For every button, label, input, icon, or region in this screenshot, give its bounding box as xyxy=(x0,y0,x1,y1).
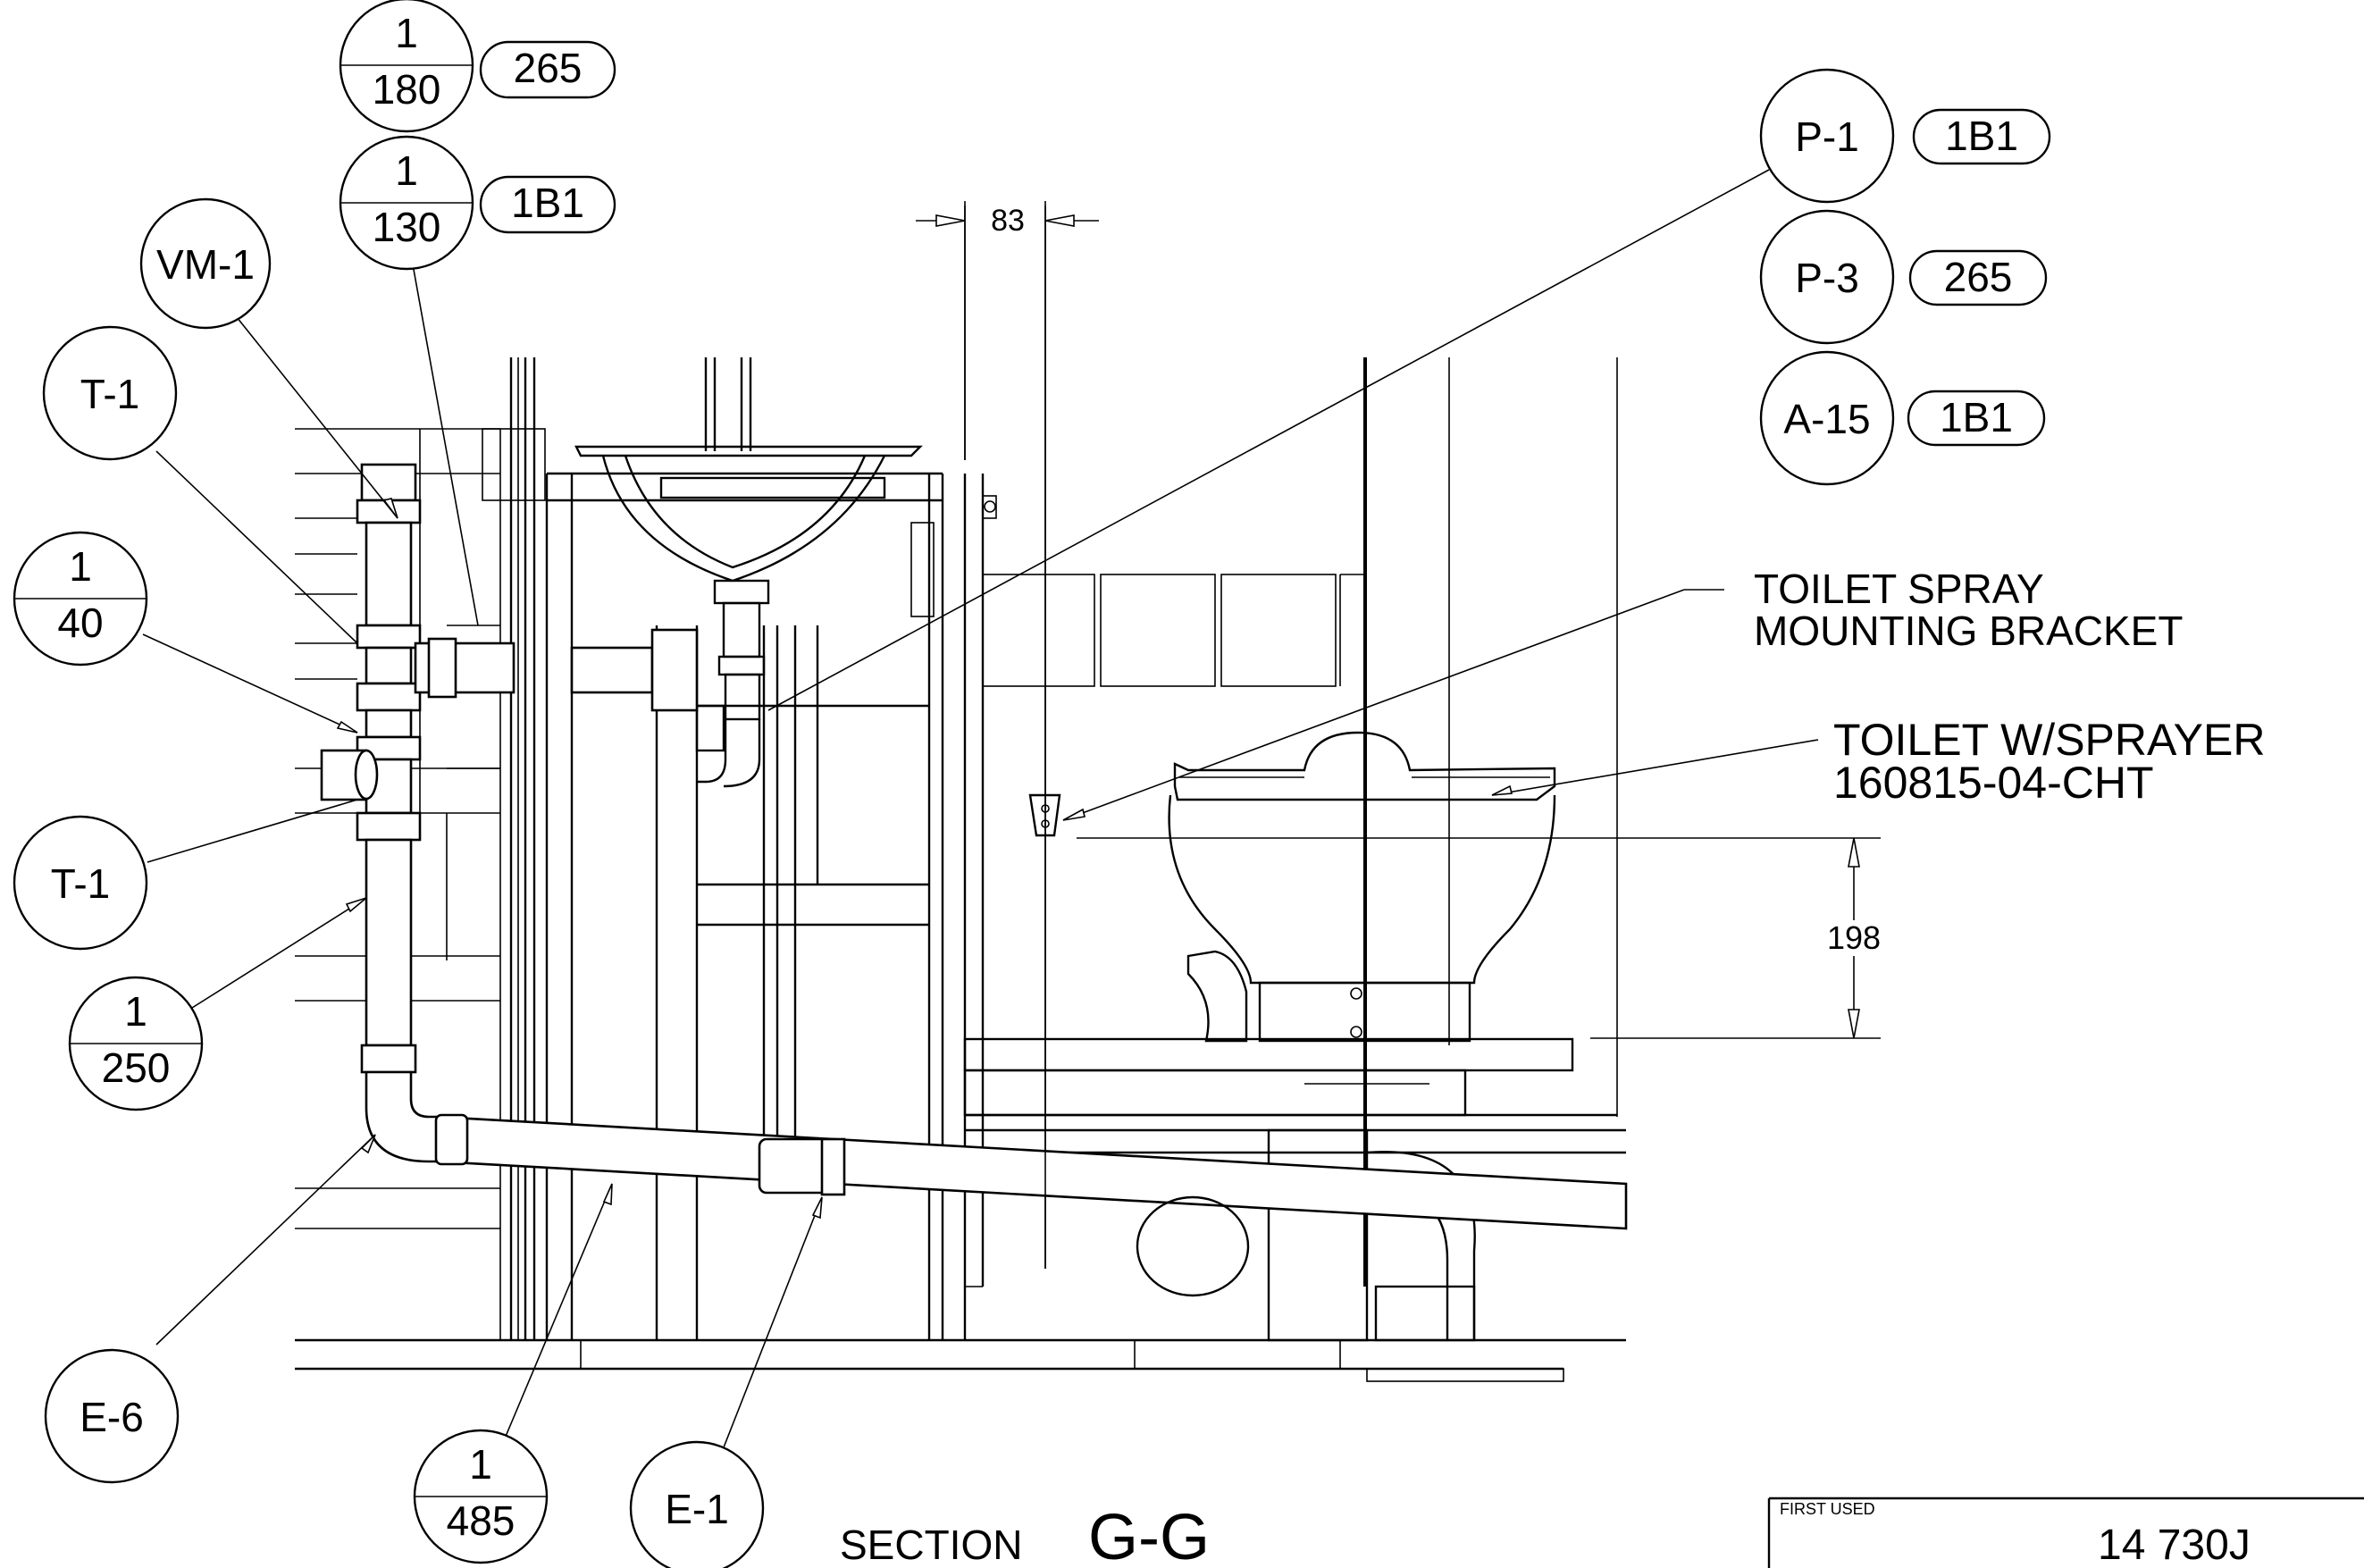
vertical-studs xyxy=(509,357,997,1340)
svg-text:180: 180 xyxy=(373,66,441,113)
ref-pill-1b1-p1: 1B1 xyxy=(1912,108,2051,165)
ref-tag-1-250: 1 250 xyxy=(68,976,204,1111)
ref-pill-1b1-left: 1B1 xyxy=(479,175,616,234)
ref-pill-265-p3: 265 xyxy=(1908,249,2048,306)
svg-text:485: 485 xyxy=(447,1497,516,1544)
svg-text:VM-1: VM-1 xyxy=(156,241,255,288)
note-toilet-sprayer: TOILET W/SPRAYER 160815-04-CHT xyxy=(1833,715,2265,808)
wall-panels xyxy=(964,205,1618,1287)
svg-text:160815-04-CHT: 160815-04-CHT xyxy=(1833,758,2154,808)
ref-tag-1-130: 1 130 xyxy=(339,135,474,271)
drain-pipes xyxy=(320,463,1628,1297)
svg-text:1: 1 xyxy=(395,147,418,194)
title-block: FIRST USED 14 730J xyxy=(1767,1497,2364,1568)
toilet xyxy=(1168,731,1556,1043)
sink xyxy=(574,445,923,788)
ref-tag-1-180: 1 180 xyxy=(339,0,474,133)
section-title: SECTION G-G xyxy=(840,1502,1210,1568)
tag-a-15: A-15 xyxy=(1759,350,1895,486)
tag-p-3: P-3 xyxy=(1759,209,1895,345)
leader-lines xyxy=(142,169,1819,1448)
svg-text:40: 40 xyxy=(57,600,103,646)
svg-text:265: 265 xyxy=(1944,254,2013,300)
title-block-label: FIRST USED xyxy=(1780,1500,1875,1518)
dimension-198: 198 xyxy=(1077,837,1890,1039)
dimension-198-label: 198 xyxy=(1827,919,1881,956)
tag-p-1: P-1 xyxy=(1759,68,1895,204)
tag-e-6: E-6 xyxy=(44,1348,180,1484)
svg-text:1: 1 xyxy=(124,988,147,1035)
svg-text:TOILET W/SPRAYER: TOILET W/SPRAYER xyxy=(1833,715,2265,765)
svg-text:P-3: P-3 xyxy=(1795,255,1859,301)
wall-framing xyxy=(295,428,1626,1382)
svg-text:G-G: G-G xyxy=(1088,1502,1210,1568)
svg-text:1B1: 1B1 xyxy=(1940,394,2013,440)
svg-text:T-1: T-1 xyxy=(80,371,139,417)
svg-text:T-1: T-1 xyxy=(51,860,110,907)
svg-text:1B1: 1B1 xyxy=(1945,113,2018,159)
svg-text:E-6: E-6 xyxy=(80,1394,144,1440)
tag-vm-1: VM-1 xyxy=(139,197,272,330)
tag-t-1-lower: T-1 xyxy=(13,815,148,951)
svg-text:SECTION: SECTION xyxy=(840,1522,1022,1568)
svg-text:130: 130 xyxy=(373,204,441,250)
dimension-83-label: 83 xyxy=(991,204,1025,238)
svg-text:P-1: P-1 xyxy=(1795,113,1859,160)
svg-text:E-1: E-1 xyxy=(665,1486,729,1532)
tag-e-1: E-1 xyxy=(629,1440,765,1568)
tag-t-1-upper: T-1 xyxy=(42,325,178,461)
svg-text:250: 250 xyxy=(102,1044,171,1091)
svg-text:1: 1 xyxy=(469,1441,492,1488)
dimension-83: 83 xyxy=(916,201,1099,1269)
svg-text:A-15: A-15 xyxy=(1783,396,1870,442)
ref-tag-1-485: 1 485 xyxy=(413,1429,549,1564)
svg-text:1B1: 1B1 xyxy=(511,180,584,226)
title-block-value: 14 730J xyxy=(2098,1522,2251,1568)
ref-pill-1b1-a15: 1B1 xyxy=(1907,390,2046,447)
ref-pill-265-top: 265 xyxy=(479,40,616,99)
svg-text:MOUNTING BRACKET: MOUNTING BRACKET xyxy=(1754,608,2183,654)
note-toilet-spray-bracket: TOILET SPRAY MOUNTING BRACKET xyxy=(1754,566,2183,654)
ref-tag-1-40: 1 40 xyxy=(13,531,148,667)
svg-text:265: 265 xyxy=(514,45,583,91)
svg-text:TOILET SPRAY: TOILET SPRAY xyxy=(1754,566,2044,612)
svg-text:1: 1 xyxy=(395,10,418,56)
svg-text:1: 1 xyxy=(69,543,92,590)
